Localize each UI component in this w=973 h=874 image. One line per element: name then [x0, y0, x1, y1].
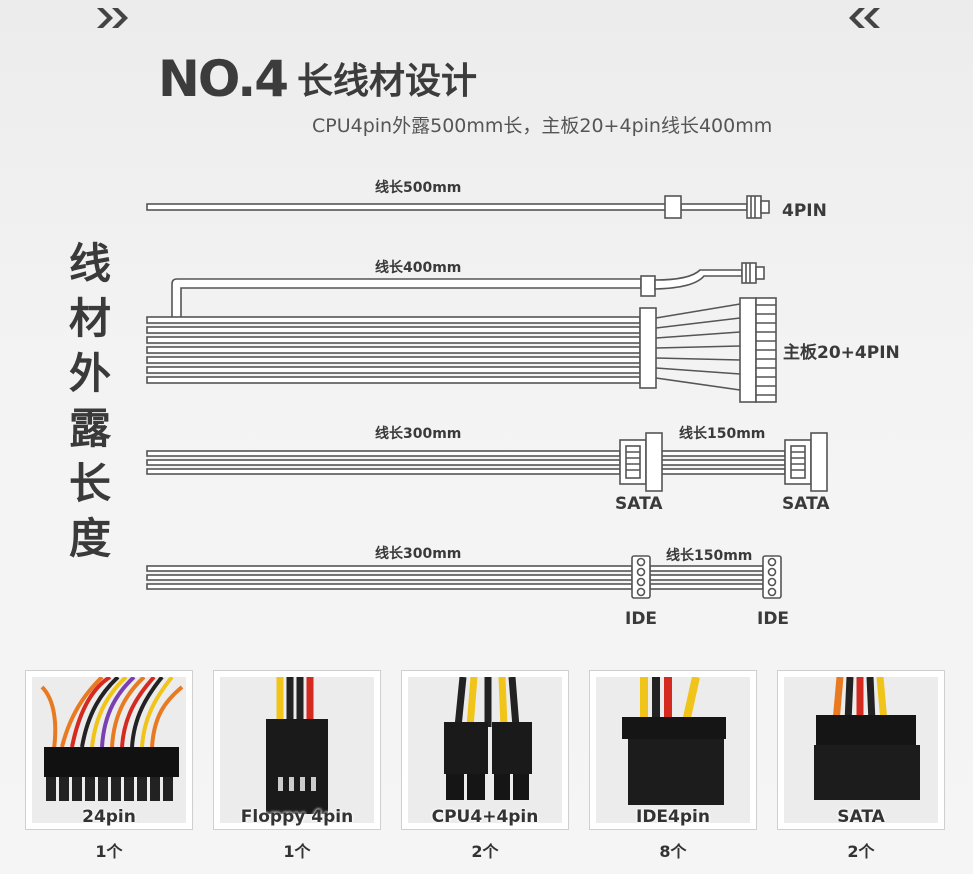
- connector-image-24pin: [32, 675, 186, 823]
- sata-label-2: SATA: [782, 494, 830, 514]
- connector-image-sata: [784, 676, 938, 823]
- ide-length1-label: 线长300mm: [375, 545, 461, 562]
- connector-card: CPU4+4pin: [401, 670, 569, 830]
- mb-connector-label: 主板20+4PIN: [783, 342, 900, 363]
- side-char: 露: [68, 404, 111, 453]
- chevron-right-icon: [97, 8, 128, 28]
- sata-label-1: SATA: [615, 494, 663, 514]
- ide-label-2: IDE: [757, 609, 789, 629]
- title-text: 长线材设计: [297, 61, 478, 102]
- connector-card: SATA: [777, 670, 945, 830]
- side-char: 外: [68, 349, 111, 398]
- side-char: 长: [68, 459, 111, 508]
- connector-name: SATA: [837, 807, 885, 827]
- mb-length-label: 线长400mm: [375, 259, 461, 276]
- connector-image-ide: [596, 676, 750, 823]
- title-number: NO.4: [158, 50, 289, 108]
- cpu-connector-label: 4PIN: [782, 201, 827, 221]
- connector-name: 24pin: [82, 807, 136, 827]
- connector-image-floppy: [220, 677, 374, 823]
- page-title: NO.4 长线材设计: [158, 52, 477, 104]
- cable-diagram: 线长500mm 4PIN 线长400mm 主板20+4PIN 线长300mm 线…: [146, 179, 900, 629]
- side-title: 线 材 外 露 长 度: [62, 236, 118, 566]
- side-char: 度: [68, 514, 111, 563]
- subtitle: CPU4pin外露500mm长，主板20+4pin线长400mm: [312, 115, 773, 137]
- connector-name: Floppy 4pin: [240, 807, 354, 827]
- connector-card: 24pin: [25, 670, 193, 830]
- connector-qty: 2个: [847, 842, 875, 861]
- connector-qty: 8个: [659, 842, 687, 861]
- connector-qty: 1个: [95, 842, 123, 861]
- connector-name: CPU4+4pin: [431, 807, 539, 827]
- cpu-cable: [146, 195, 770, 219]
- connector-name: IDE4pin: [636, 807, 710, 827]
- connector-card: IDE4pin: [589, 670, 757, 830]
- ide-length2-label: 线长150mm: [666, 547, 752, 564]
- side-char: 线: [68, 239, 111, 288]
- mb-cable: [146, 262, 777, 403]
- ide-label-1: IDE: [625, 609, 657, 629]
- sata-length1-label: 线长300mm: [375, 425, 461, 442]
- sata-length2-label: 线长150mm: [679, 425, 765, 442]
- ide-cable: [146, 555, 782, 599]
- sata-cable: [146, 432, 828, 492]
- side-char: 材: [68, 294, 111, 343]
- cpu-length-label: 线长500mm: [375, 179, 461, 196]
- connector-image-cpu: [408, 676, 562, 823]
- connector-card: Floppy 4pin: [213, 670, 381, 830]
- connector-qty: 2个: [471, 842, 499, 861]
- chevron-left-icon: [849, 8, 880, 28]
- connector-qty: 1个: [283, 842, 311, 861]
- connector-photos: 24pin Floppy 4pin CPU4+4pin: [25, 670, 955, 870]
